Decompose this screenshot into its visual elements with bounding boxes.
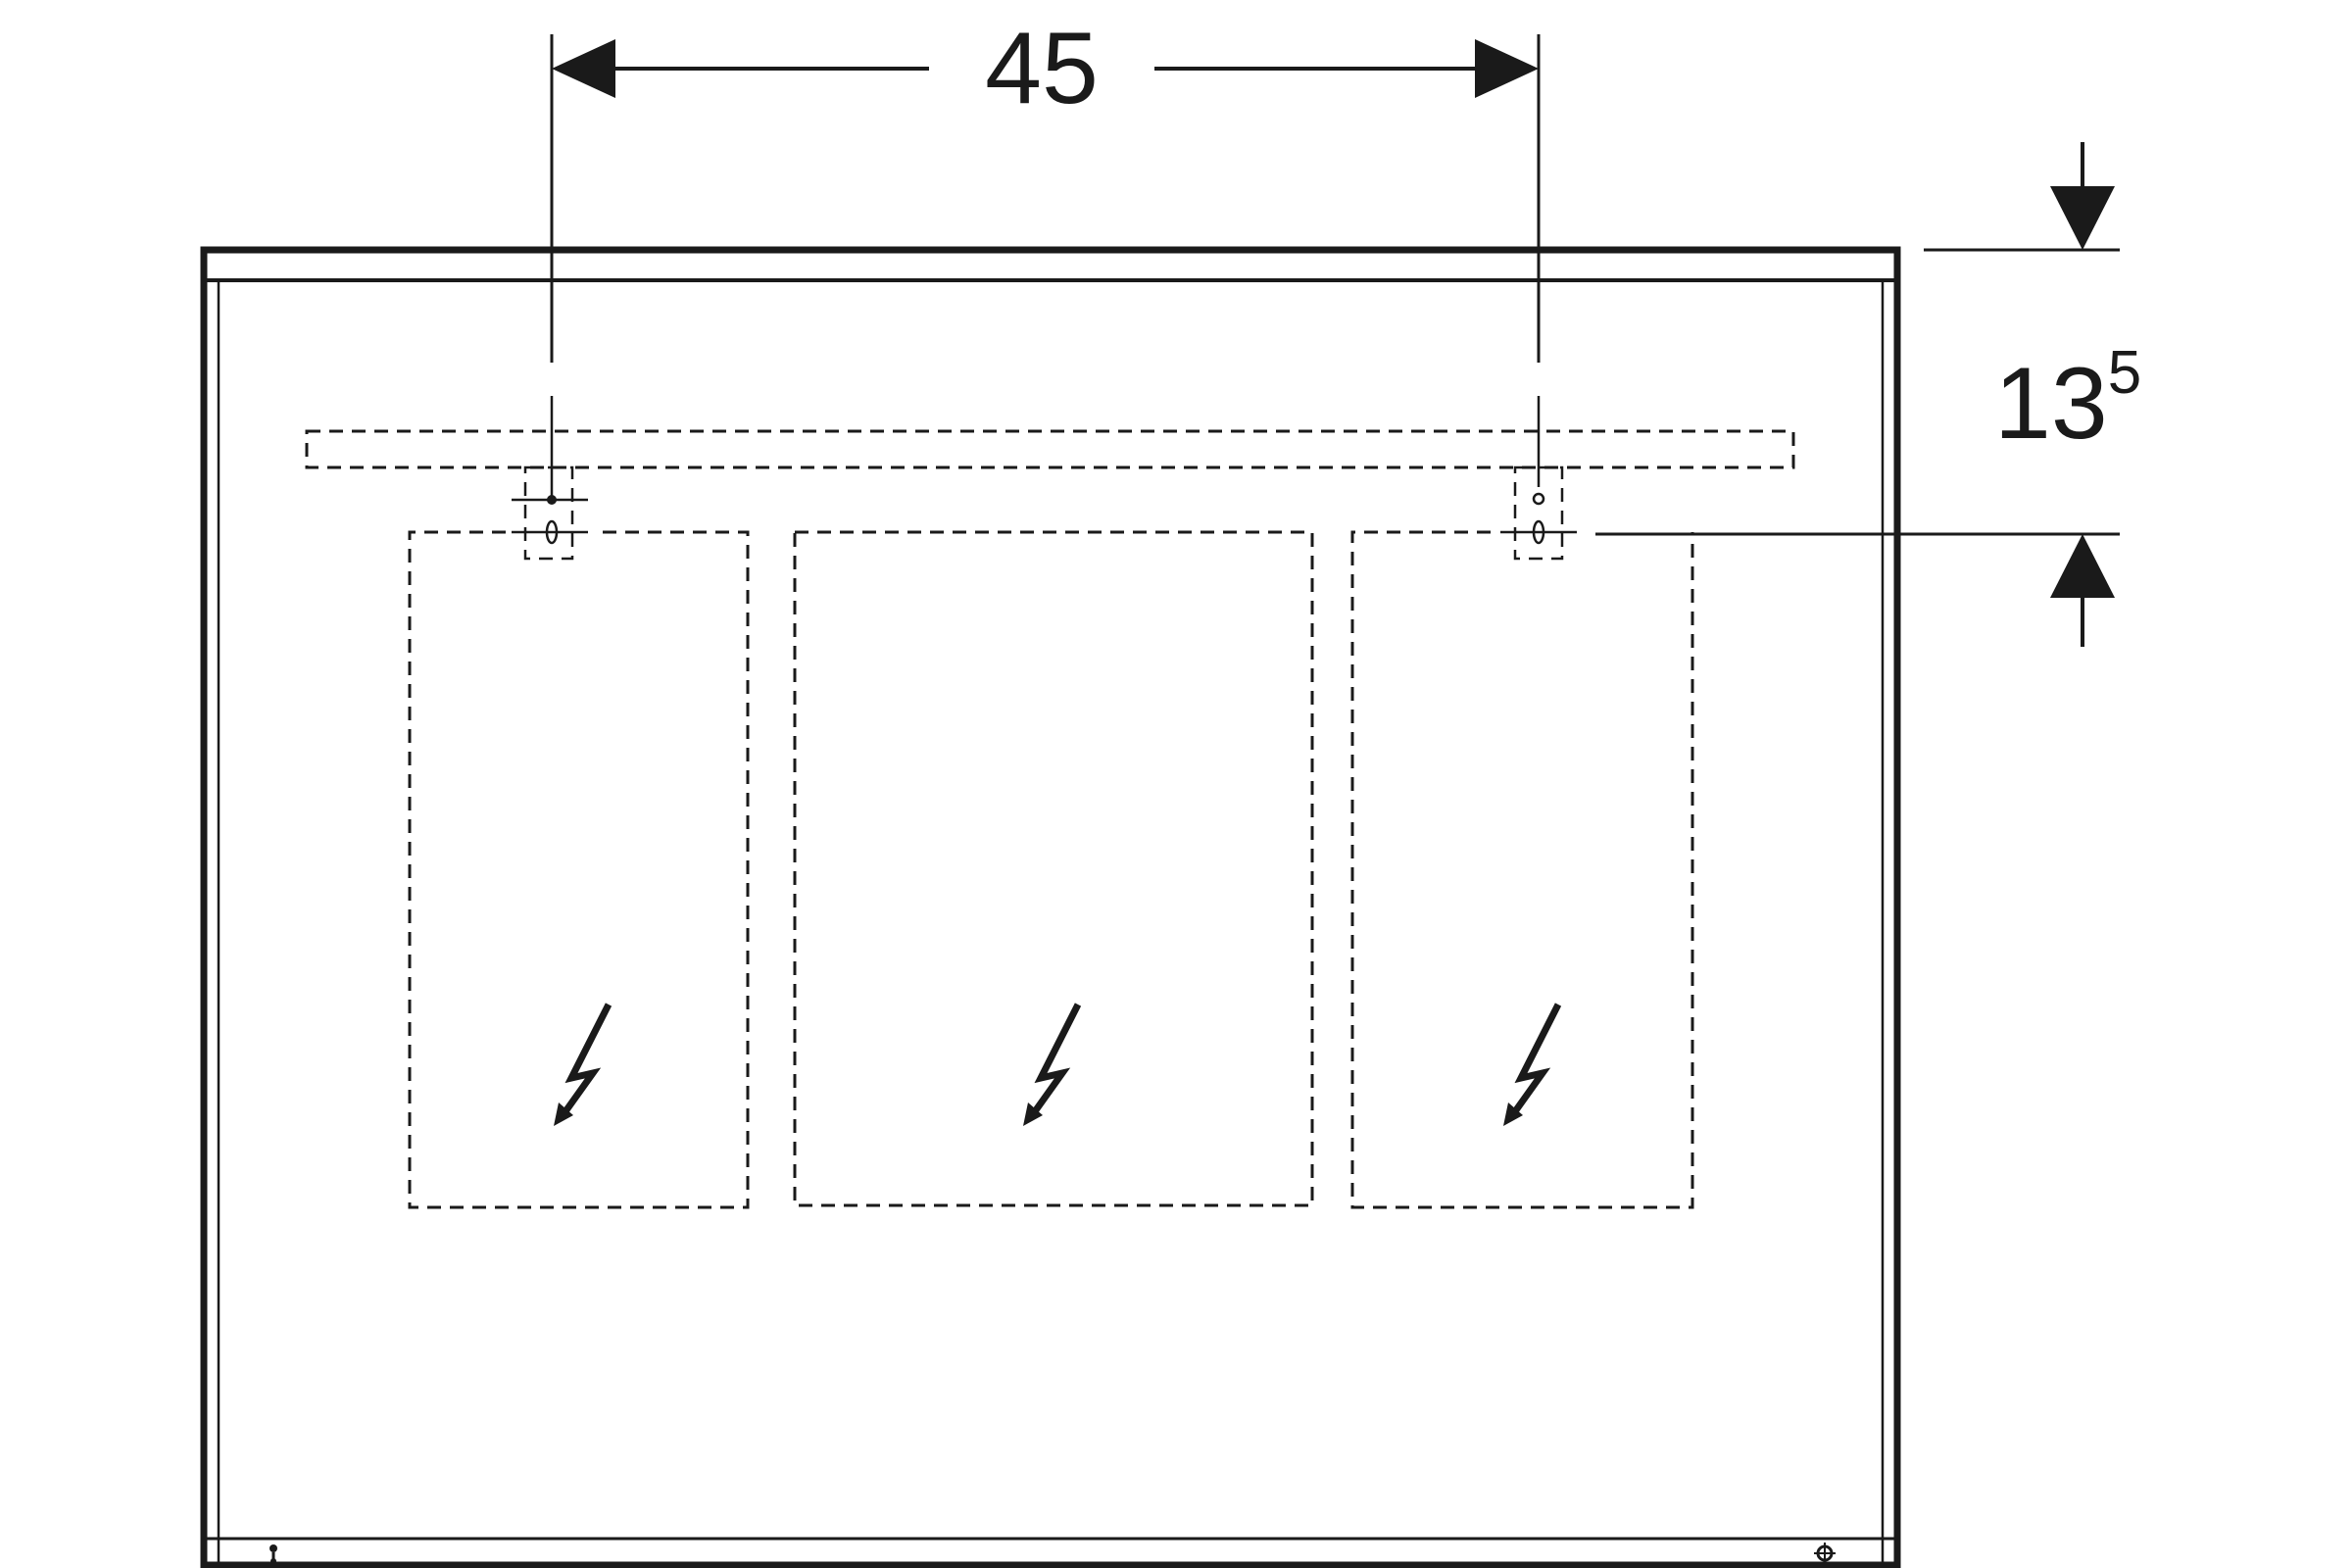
arrow-right-icon (1475, 39, 1539, 98)
installation-zone-center (793, 530, 1314, 1207)
cabinet-frame (200, 246, 1901, 1568)
electrical-symbol-left (554, 1003, 612, 1126)
lightning-arrow-icon (1023, 1003, 1082, 1126)
vertical-dimension: 135 (1595, 142, 2141, 647)
hanger-bracket-left (512, 396, 588, 561)
electrical-symbol-center (1023, 1003, 1082, 1126)
lightning-arrow-icon (554, 1003, 612, 1126)
arrow-up-icon (2050, 534, 2115, 598)
vertical-dimension-superscript: 5 (2108, 339, 2141, 407)
arrow-left-icon (552, 39, 615, 98)
horizontal-dimension: 45 (550, 12, 1541, 363)
sensor-dot-icon (270, 1544, 277, 1564)
gear-icon (1814, 1543, 1836, 1564)
lightning-arrow-icon (1503, 1003, 1562, 1126)
vertical-dimension-main: 13 (1994, 347, 2108, 461)
installation-zone-left (408, 530, 750, 1209)
arrow-down-icon (2050, 186, 2115, 250)
mounting-rail (305, 429, 1795, 469)
horizontal-dimension-value: 45 (985, 12, 1099, 125)
electrical-symbol-right (1503, 1003, 1562, 1126)
hanger-bracket-right (1500, 396, 1577, 561)
vertical-dimension-value: 135 (1994, 339, 2141, 461)
installation-zone-right (1350, 530, 1694, 1209)
